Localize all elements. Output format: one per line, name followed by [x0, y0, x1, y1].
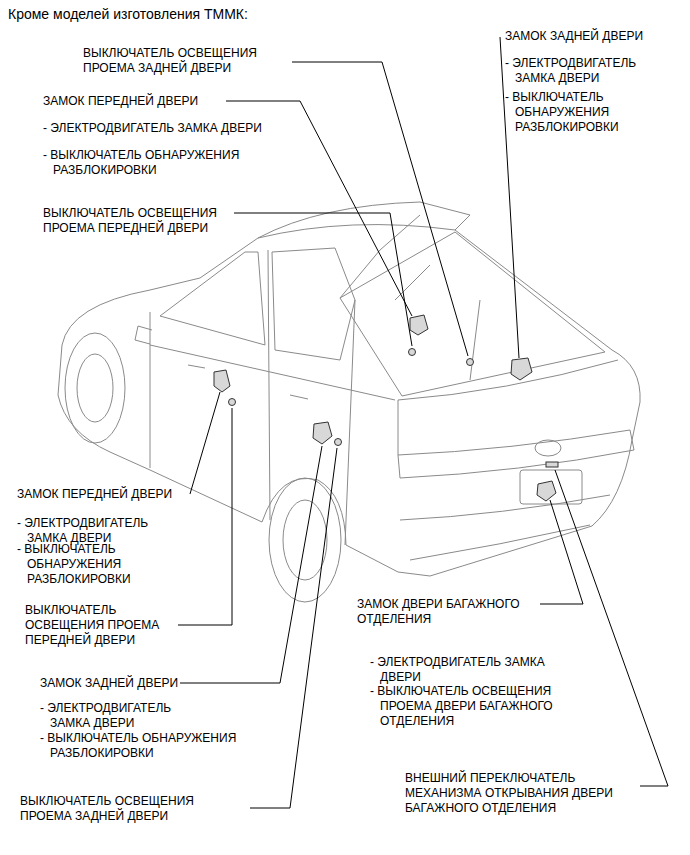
label-slot: ВЫКЛЮЧАТЕЛЬ ОСВЕЩЕНИЯ ПРОЕМА ЗАДНЕЙ ДВЕР…: [20, 794, 245, 824]
front-window: [160, 252, 265, 345]
rear-door-switch-far: [467, 359, 474, 366]
tail-lights: [398, 430, 634, 478]
part-label: ЗАМОК ЗАДНЕЙ ДВЕРИ: [505, 29, 685, 44]
part-label: - ЭЛЕКТРОДВИГАТЕЛЬ ЗАМКА ДВЕРИ: [370, 655, 550, 685]
page-title: Кроме моделей изготовления ТММК:: [8, 6, 248, 23]
part-label: - ВЫКЛЮЧАТЕЛЬ ОБНАРУЖЕНИЯ РАЗБЛОКИРОВКИ: [17, 542, 152, 587]
part-label: - ЭЛЕКТРОДВИГАТЕЛЬ ЗАМКА ДВЕРИ: [505, 56, 675, 86]
part-label: ВЫКЛЮЧАТЕЛЬ ОСВЕЩЕНИЯ ПРОЕМА ПЕРЕДНЕЙ ДВ…: [43, 206, 253, 236]
front-wheel: [65, 333, 125, 443]
rear-door-lock-far: [511, 358, 532, 380]
leader-line: [250, 448, 337, 808]
label-slot: - ВЫКЛЮЧАТЕЛЬ ОСВЕЩЕНИЯ ПРОЕМА ДВЕРИ БАГ…: [370, 684, 585, 729]
label-slot: - ВЫКЛЮЧАТЕЛЬ ОБНАРУЖЕНИЯ РАЗБЛОКИРОВКИ: [17, 542, 152, 587]
label-slot: ВНЕШНИЙ ПЕРЕКЛЮЧАТЕЛЬ МЕХАНИЗМА ОТКРЫВАН…: [405, 771, 635, 816]
title-slot: Кроме моделей изготовления ТММК:: [8, 6, 248, 23]
trunk-lid: [398, 360, 618, 455]
part-label: ЗАМОК ПЕРЕДНЕЙ ДВЕРИ: [17, 487, 217, 502]
trunk-opener-switch: [546, 462, 558, 467]
front-door-lock-near: [214, 370, 230, 392]
trunk-lock: [537, 481, 556, 501]
label-slot: ЗАМОК ПЕРЕДНЕЙ ДВЕРИ: [17, 487, 217, 502]
part-label: - ВЫКЛЮЧАТЕЛЬ ОБНАРУЖЕНИЯ РАЗБЛОКИРОВКИ: [43, 148, 283, 178]
car-body: [62, 225, 640, 576]
label-slot: ЗАМОК ДВЕРИ БАГАЖНОГО ОТДЕЛЕНИЯ: [357, 597, 557, 627]
label-slot: - ЭЛЕКТРОДВИГАТЕЛЬ ЗАМКА ДВЕРИ: [370, 655, 550, 685]
leader-line: [292, 62, 468, 356]
rear-bumper: [400, 495, 610, 560]
part-label: ЗАМОК ДВЕРИ БАГАЖНОГО ОТДЕЛЕНИЯ: [357, 597, 557, 627]
part-label: ЗАМОК ПЕРЕДНЕЙ ДВЕРИ: [43, 94, 283, 109]
rear-door-switch-near: [335, 439, 342, 446]
door-lines: [150, 250, 395, 545]
label-slot: - ВЫКЛЮЧАТЕЛЬ ОБНАРУЖЕНИЯ РАЗБЛОКИРОВКИ: [40, 731, 278, 761]
label-slot: - ВЫКЛЮЧАТЕЛЬ ОБНАРУЖЕНИЯ РАЗБЛОКИРОВКИ: [505, 90, 640, 135]
label-slot: ЗАМОК ЗАДНЕЙ ДВЕРИ: [40, 676, 240, 691]
front-door-lock-far: [410, 315, 428, 335]
far-side-glass: [340, 215, 480, 380]
part-label: - ВЫКЛЮЧАТЕЛЬ ОБНАРУЖЕНИЯ РАЗБЛОКИРОВКИ: [505, 90, 640, 135]
label-slot: ЗАМОК ЗАДНЕЙ ДВЕРИ: [505, 29, 685, 44]
part-label: ВНЕШНИЙ ПЕРЕКЛЮЧАТЕЛЬ МЕХАНИЗМА ОТКРЫВАН…: [405, 771, 635, 816]
part-label: - ВЫКЛЮЧАТЕЛЬ ОСВЕЩЕНИЯ ПРОЕМА ДВЕРИ БАГ…: [370, 684, 585, 729]
mirror: [135, 326, 152, 344]
leader-line: [234, 213, 412, 346]
leader-line: [190, 392, 220, 494]
part-label: ВЫКЛЮЧАТЕЛЬ ОСВЕЩЕНИЯ ПРОЕМА ПЕРЕДНЕЙ ДВ…: [25, 603, 175, 648]
rear-door-lock-near: [313, 422, 332, 444]
label-slot: - ЭЛЕКТРОДВИГАТЕЛЬ ЗАМКА ДВЕРИ: [17, 516, 187, 546]
label-slot: ВЫКЛЮЧАТЕЛЬ ОСВЕЩЕНИЯ ПРОЕМА ЗАДНЕЙ ДВЕР…: [83, 46, 298, 76]
front-door-switch-near: [229, 399, 236, 406]
part-label: ЗАМОК ЗАДНЕЙ ДВЕРИ: [40, 676, 240, 691]
rear-window: [340, 232, 605, 396]
part-label: - ЭЛЕКТРОДВИГАТЕЛЬ ЗАМКА ДВЕРИ: [17, 516, 187, 546]
leader-line: [178, 408, 232, 625]
part-label: - ЭЛЕКТРОДВИГАТЕЛЬ ЗАМКА ДВЕРИ: [40, 701, 210, 731]
label-slot: - ЭЛЕКТРОДВИГАТЕЛЬ ЗАМКА ДВЕРИ: [40, 701, 210, 731]
label-slot: - ВЫКЛЮЧАТЕЛЬ ОБНАРУЖЕНИЯ РАЗБЛОКИРОВКИ: [43, 148, 283, 178]
part-label: - ЭЛЕКТРОДВИГАТЕЛЬ ЗАМКА ДВЕРИ: [43, 121, 305, 136]
door-handles: [188, 365, 308, 399]
part-label: ВЫКЛЮЧАТЕЛЬ ОСВЕЩЕНИЯ ПРОЕМА ЗАДНЕЙ ДВЕР…: [20, 794, 245, 824]
label-slot: ЗАМОК ПЕРЕДНЕЙ ДВЕРИ: [43, 94, 283, 109]
leader-line: [180, 446, 322, 683]
label-slot: ВЫКЛЮЧАТЕЛЬ ОСВЕЩЕНИЯ ПРОЕМА ПЕРЕДНЕЙ ДВ…: [43, 206, 253, 236]
part-label: ВЫКЛЮЧАТЕЛЬ ОСВЕЩЕНИЯ ПРОЕМА ЗАДНЕЙ ДВЕР…: [83, 46, 298, 76]
leader-line: [555, 470, 668, 786]
front-wheel-rim: [77, 354, 113, 422]
label-slot: ВЫКЛЮЧАТЕЛЬ ОСВЕЩЕНИЯ ПРОЕМА ПЕРЕДНЕЙ ДВ…: [25, 603, 175, 648]
part-label: - ВЫКЛЮЧАТЕЛЬ ОБНАРУЖЕНИЯ РАЗБЛОКИРОВКИ: [40, 731, 278, 761]
emblem: [535, 440, 561, 456]
leader-line: [500, 37, 519, 358]
label-slot: - ЭЛЕКТРОДВИГАТЕЛЬ ЗАМКА ДВЕРИ: [505, 56, 675, 86]
far-roof: [258, 202, 470, 238]
label-slot: - ЭЛЕКТРОДВИГАТЕЛЬ ЗАМКА ДВЕРИ: [43, 121, 305, 136]
leader-line: [540, 500, 583, 604]
front-door-switch-far: [409, 349, 416, 356]
license-plate-area: [520, 470, 582, 504]
rear-side-window: [272, 248, 355, 360]
